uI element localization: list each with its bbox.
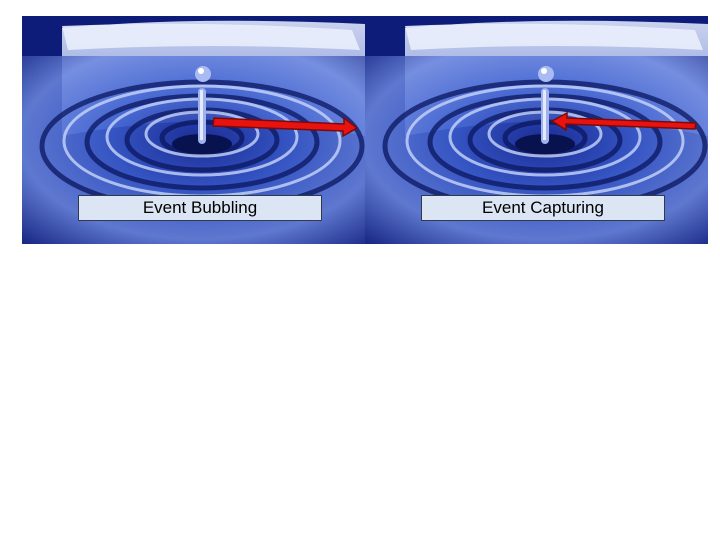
event-bubbling-label: Event Bubbling xyxy=(78,195,322,221)
event-capturing-panel: Event Capturing xyxy=(365,16,708,244)
inward-arrow xyxy=(550,111,697,132)
event-capturing-label: Event Capturing xyxy=(421,195,665,221)
outward-arrow xyxy=(212,116,359,138)
event-bubbling-panel: Event Bubbling xyxy=(22,16,365,244)
